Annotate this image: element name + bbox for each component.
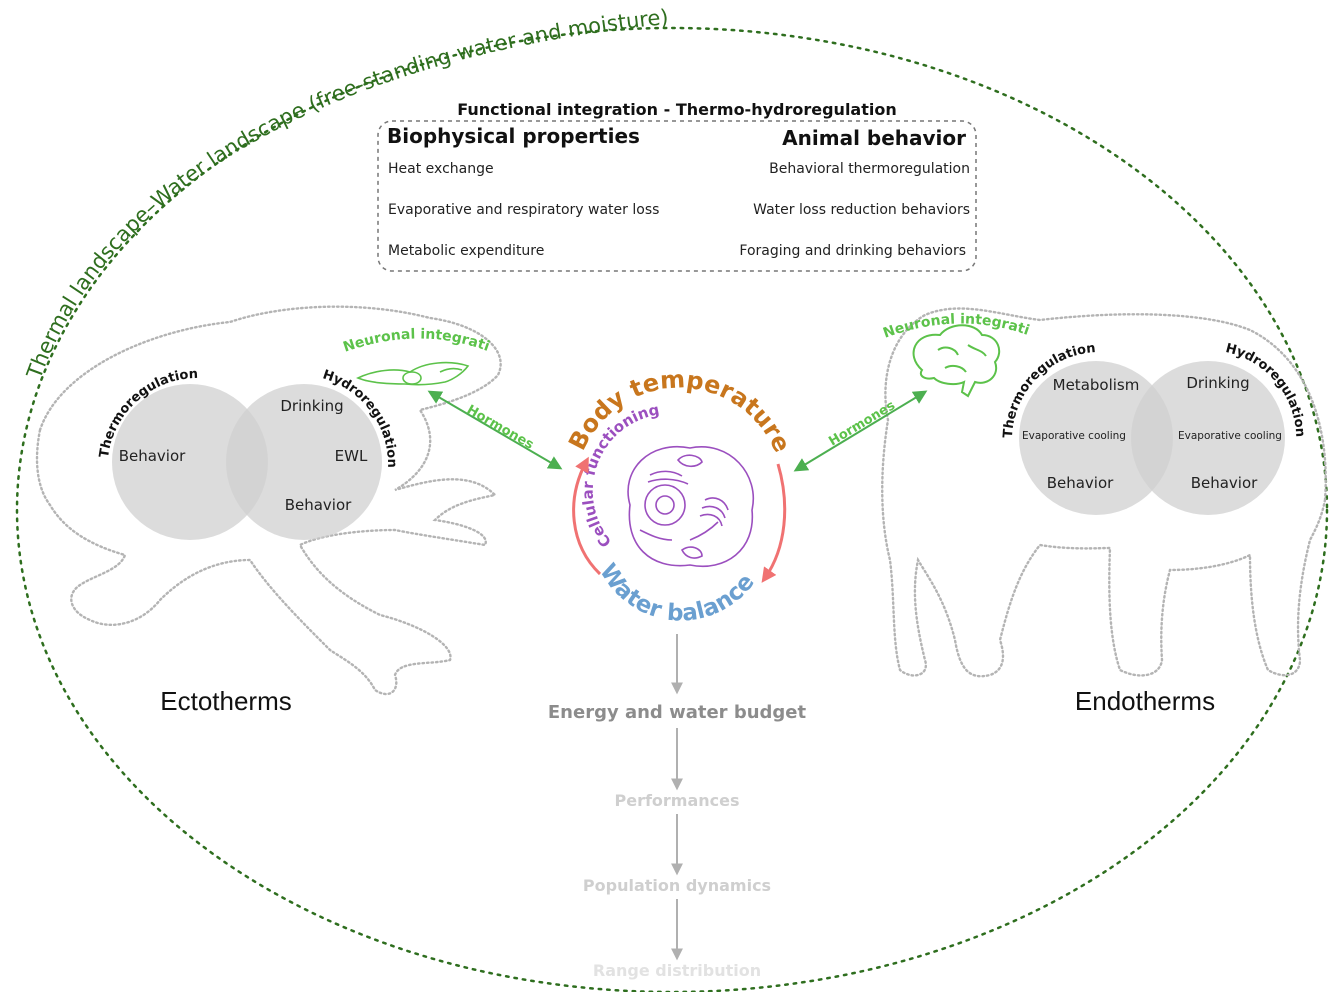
behavior-item: Behavioral thermoregulation: [769, 161, 970, 177]
behavior-item: Water loss reduction behaviors: [753, 202, 970, 218]
cascade-energy-budget: Energy and water budget: [548, 702, 807, 723]
behavior-heading: Animal behavior: [782, 126, 966, 150]
endo-thermo-circle: [1019, 361, 1173, 515]
biophysical-heading: Biophysical properties: [387, 124, 640, 148]
endo-hormone-arrow: [793, 390, 928, 472]
mammal-brain-icon: [912, 324, 1001, 398]
endo-hydro-item: Drinking: [1186, 374, 1249, 392]
endo-hydro-circle: [1131, 361, 1285, 515]
cycle-arrow-right: [761, 463, 787, 583]
ecto-hydro-circle: [226, 384, 382, 540]
frog-silhouette: [35, 305, 502, 696]
cascade-population-dynamics: Population dynamics: [583, 876, 771, 895]
endotherms-label: Endotherms: [1075, 686, 1215, 716]
endo-hydro-item: Evaporative cooling: [1178, 430, 1282, 442]
frog-brain-icon: [356, 361, 470, 386]
behavior-item: Foraging and drinking behaviors: [739, 243, 966, 259]
endo-thermo-item: Evaporative cooling: [1022, 430, 1126, 442]
endo-thermo-item: Behavior: [1047, 474, 1114, 492]
water-balance-label: Water balance: [594, 559, 759, 627]
biophysical-item: Evaporative and respiratory water loss: [388, 202, 659, 218]
endo-thermo-item: Metabolism: [1053, 376, 1140, 394]
ecto-hydro-item: Behavior: [285, 496, 352, 514]
landscape-boundary: [15, 26, 1329, 992]
integration-title: Functional integration - Thermo-hydroreg…: [457, 100, 896, 119]
cascade-performances: Performances: [614, 791, 739, 810]
cycle-arrow-left: [572, 456, 602, 576]
ecto-hormone-arrow: [427, 390, 563, 470]
cascade-range-distribution: Range distribution: [593, 961, 761, 980]
ecto-hydro-item: Drinking: [280, 397, 343, 415]
ecto-thermo-item: Behavior: [119, 447, 186, 465]
endo-hydro-item: Behavior: [1191, 474, 1258, 492]
elephant-silhouette: [881, 307, 1327, 678]
ecto-hormones-label: Hormones: [464, 402, 536, 452]
ecto-thermo-circle: [112, 384, 268, 540]
ectotherms-label: Ectotherms: [160, 686, 292, 716]
ecto-hydro-item: EWL: [335, 447, 368, 465]
biophysical-item: Heat exchange: [388, 161, 494, 177]
cell-icon: [627, 445, 755, 567]
biophysical-item: Metabolic expenditure: [388, 243, 544, 259]
landscape-label: Thermal landscape–Water landscape (free-…: [22, 5, 670, 383]
